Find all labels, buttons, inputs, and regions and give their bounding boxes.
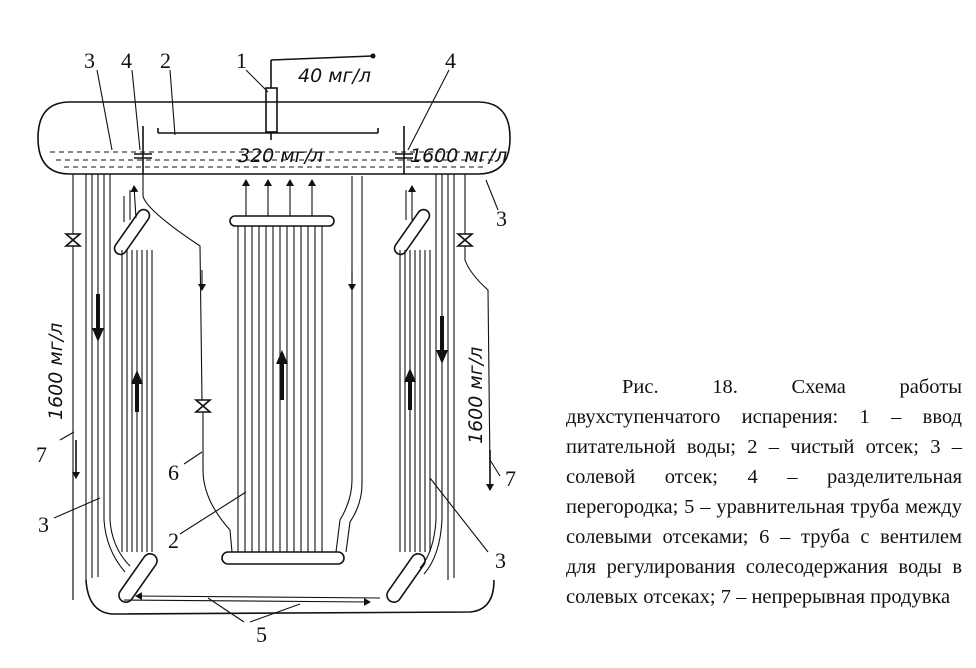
equalizing-pipe — [85, 579, 495, 623]
salt-concentration-left: 1600 мг/л — [45, 323, 67, 420]
clean-concentration: 320 мг/л — [238, 145, 323, 167]
label-2-top: 2 — [160, 48, 171, 73]
salt-concentration-drum: 1600 мг/л — [410, 145, 507, 167]
label-2-bottom: 2 — [168, 528, 179, 553]
feed-concentration: 40 мг/л — [298, 65, 371, 87]
figure-caption: Рис. 18. Схема работы двухступенчатого и… — [566, 376, 962, 608]
salt-concentration-right: 1600 мг/л — [465, 347, 487, 444]
label-4-right: 4 — [445, 48, 456, 73]
leader-lines — [53, 69, 501, 553]
label-7-left: 7 — [36, 442, 47, 467]
label-3-bottom-left: 3 — [38, 512, 49, 537]
label-3-bottom-right: 3 — [495, 548, 506, 573]
label-4-left: 4 — [121, 48, 132, 73]
label-6: 6 — [168, 460, 179, 485]
left-salt-circuit — [63, 174, 158, 604]
label-3-top-left: 3 — [84, 48, 95, 73]
label-3-right: 3 — [496, 206, 507, 231]
label-5: 5 — [256, 622, 267, 647]
label-7-right: 7 — [505, 466, 516, 491]
right-salt-circuit — [386, 174, 494, 604]
label-1: 1 — [236, 48, 247, 73]
feed-water-inlet — [265, 53, 376, 140]
drum — [37, 101, 511, 175]
clean-circuit — [142, 174, 363, 565]
